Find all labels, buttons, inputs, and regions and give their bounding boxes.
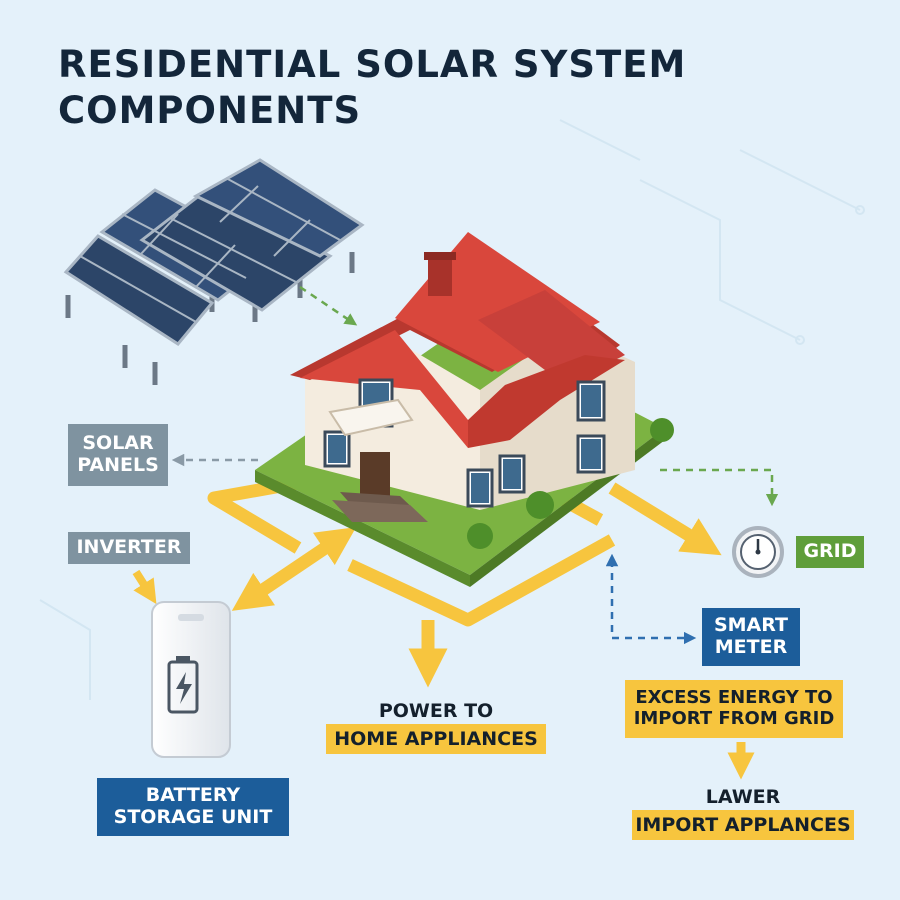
battery-charge-icon bbox=[167, 656, 199, 714]
lower-import-label: LAWER IMPORT APPLANCES bbox=[632, 784, 854, 840]
grid-label-text: GRID bbox=[803, 540, 857, 563]
gauge-meter-icon bbox=[732, 526, 784, 578]
grid-label: GRID bbox=[796, 536, 864, 568]
solar-panels-label-line1: SOLAR bbox=[82, 432, 154, 455]
page-title: RESIDENTIAL SOLAR SYSTEM COMPONENTS bbox=[58, 42, 686, 134]
smart-meter-label-line1: SMART bbox=[713, 614, 789, 637]
smart-meter-label-line2: METER bbox=[714, 636, 788, 658]
battery-storage-label: BATTERY STORAGE UNIT bbox=[97, 778, 289, 836]
power-home-label: POWER TO HOME APPLIANCES bbox=[326, 698, 546, 754]
page-title-line2: COMPONENTS bbox=[58, 89, 362, 132]
battery-unit bbox=[151, 601, 231, 758]
battery-label-line2: STORAGE UNIT bbox=[113, 806, 273, 828]
power-home-label-line2: HOME APPLIANCES bbox=[326, 724, 546, 754]
dashed-connectors bbox=[171, 285, 779, 645]
solar-panels-label-line2: PANELS bbox=[77, 454, 159, 476]
page-title-line1: RESIDENTIAL SOLAR SYSTEM bbox=[58, 43, 687, 86]
solar-panel-array bbox=[63, 158, 365, 385]
excess-energy-label-line1: EXCESS ENERGY TO bbox=[635, 687, 833, 709]
background-circuit-lines bbox=[39, 119, 865, 700]
lower-import-label-line2: IMPORT APPLANCES bbox=[632, 810, 854, 840]
excess-energy-label-line2: IMPORT FROM GRID bbox=[633, 708, 835, 729]
excess-energy-label: EXCESS ENERGY TO IMPORT FROM GRID bbox=[625, 680, 843, 738]
battery-label-line1: BATTERY bbox=[145, 784, 241, 807]
inverter-label: INVERTER bbox=[68, 532, 190, 564]
lower-import-label-line1: LAWER bbox=[705, 786, 781, 808]
solar-panels-label: SOLAR PANELS bbox=[68, 424, 168, 486]
smart-meter-label: SMART METER bbox=[702, 608, 800, 666]
inverter-label-text: INVERTER bbox=[76, 536, 182, 559]
house-illustration bbox=[255, 232, 674, 587]
power-home-label-line1: POWER TO bbox=[378, 700, 494, 722]
